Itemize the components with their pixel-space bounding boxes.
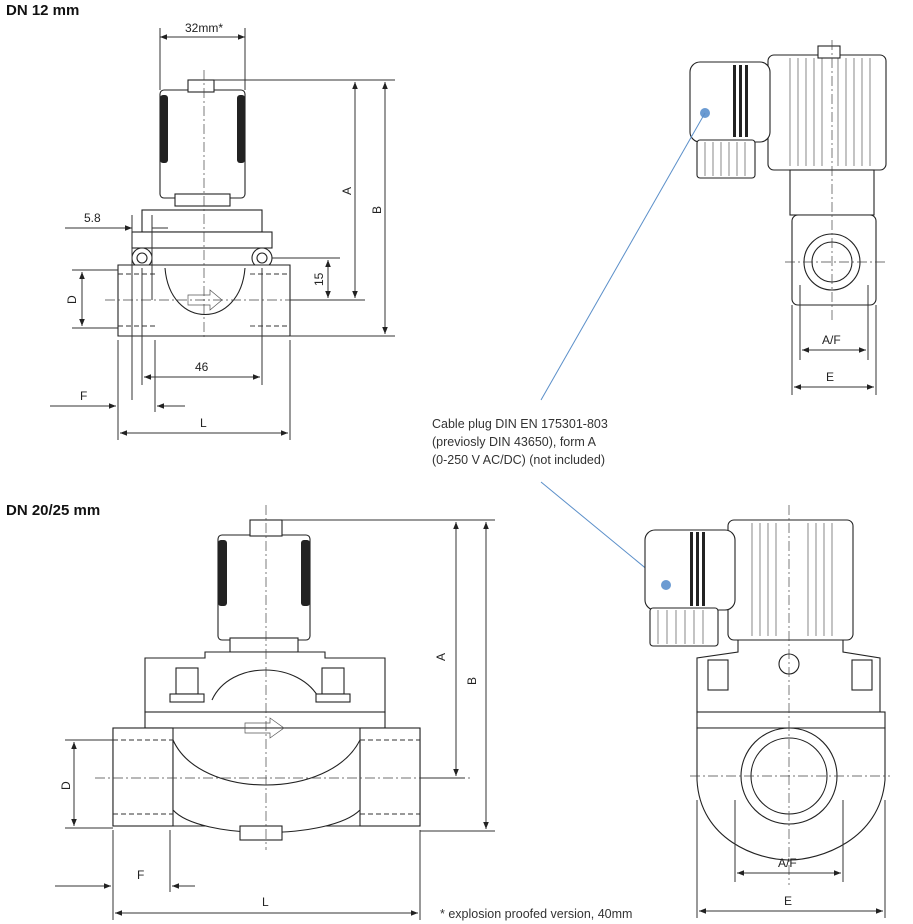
svg-text:D: D [65,295,79,304]
svg-text:B: B [465,677,479,685]
dim-l-dn12: L [120,340,291,440]
svg-text:L: L [262,895,269,909]
svg-text:A/F: A/F [822,333,841,347]
svg-text:A: A [434,653,448,661]
dn20-side-view [644,505,890,885]
dim-d-dn20: D [59,739,113,829]
callout-line-1: Cable plug DIN EN 175301-803 [432,417,608,431]
dn20-front-view [95,505,470,850]
svg-text:F: F [80,389,87,403]
dim-d-dn12: D [65,269,118,329]
svg-text:L: L [200,416,207,430]
callout-line-3: (0-250 V AC/DC) (not included) [432,453,605,467]
dim-af-e-dn12: A/F E [791,285,877,395]
svg-text:5.8: 5.8 [84,211,101,225]
section-title-dn20-25: DN 20/25 mm [6,502,100,519]
svg-text:E: E [784,894,792,908]
dim-af-e-dn20: A/F E [696,800,886,918]
dn12-side-view [689,40,887,320]
dim-f-dn20: F [55,830,195,920]
svg-text:A: A [340,187,354,195]
svg-text:46: 46 [195,360,209,374]
dn12-front-view [105,70,305,340]
section-title-dn12: DN 12 mm [6,2,79,19]
dim-a-b-dn12: A B 15 [214,79,395,337]
svg-text:15: 15 [312,272,326,286]
dim-5-8: 5.8 [65,211,168,400]
dim-l-dn20: L [115,830,421,920]
callout-line-2: (previosly DIN 43650), form A [432,435,597,449]
dim-46: 46 [141,268,263,385]
dim-32mm: 32mm* [159,21,246,90]
dim-f-dn12: F [50,340,185,440]
svg-text:F: F [137,868,144,882]
svg-text:B: B [370,206,384,214]
dim-a-b-dn20: A B [282,519,495,832]
svg-text:32mm*: 32mm* [185,21,223,35]
svg-text:E: E [826,370,834,384]
cable-plug-callout: Cable plug DIN EN 175301-803 (previosly … [432,112,706,586]
svg-text:D: D [59,781,73,790]
footnote: * explosion proofed version, 40mm [440,907,632,921]
svg-text:A/F: A/F [778,856,797,870]
